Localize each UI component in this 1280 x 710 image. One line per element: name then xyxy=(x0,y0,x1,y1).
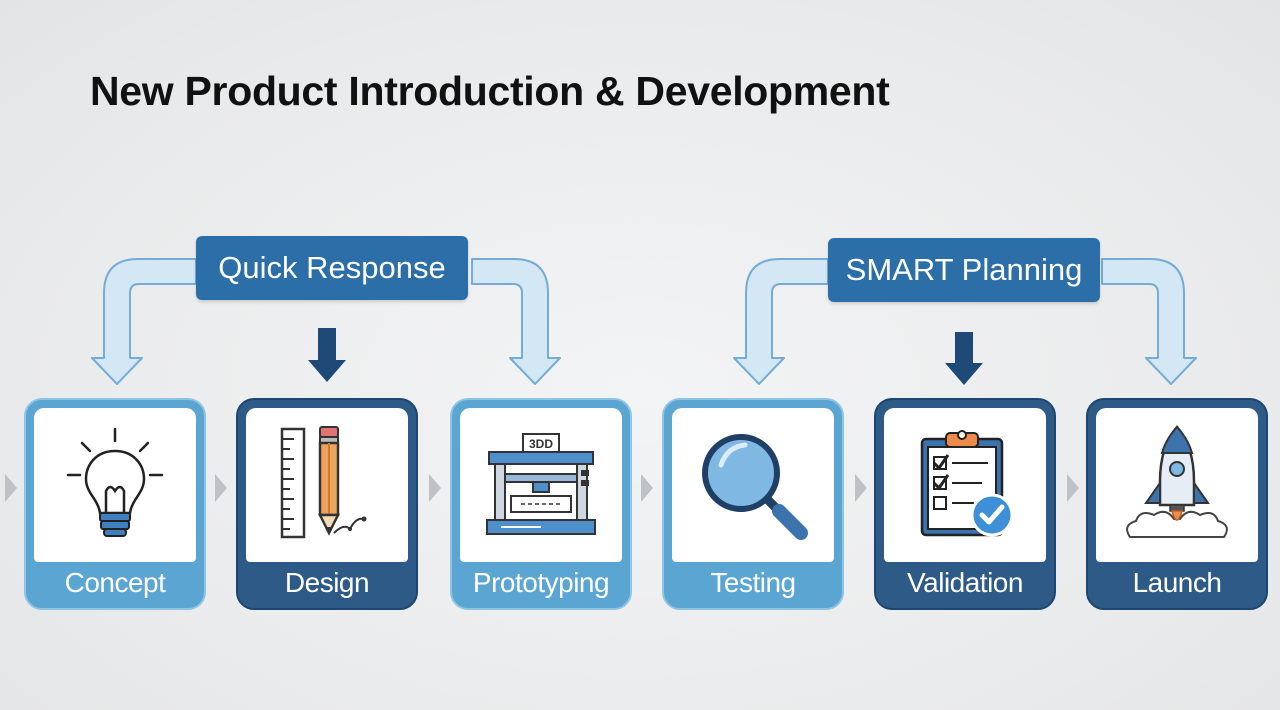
group-label-text: Quick Response xyxy=(218,250,446,285)
printer-tag: 3DD xyxy=(529,437,553,451)
stage-card-design: Design xyxy=(236,398,418,610)
stage-card-launch: Launch xyxy=(1086,398,1268,610)
arrow-to-concept xyxy=(91,258,197,385)
stage-label: Prototyping xyxy=(472,567,610,598)
chevron-right-icon xyxy=(215,474,227,502)
stage-label: Validation xyxy=(907,567,1023,598)
3d-printer-icon: 3DD xyxy=(486,433,596,535)
chevron-right-icon xyxy=(5,474,17,502)
chevron-right-icon xyxy=(1067,474,1079,502)
checklist-clipboard-icon xyxy=(920,430,1014,537)
chevron-right-icon xyxy=(855,474,867,502)
stage-label: Design xyxy=(284,567,370,598)
stage-card-validation: Validation xyxy=(874,398,1056,610)
stage-label: Launch xyxy=(1132,567,1222,598)
arrow-to-launch xyxy=(1101,258,1197,385)
lightbulb-icon xyxy=(66,427,164,537)
group-label-quick-response: Quick Response xyxy=(196,236,468,300)
group-label-smart-planning: SMART Planning xyxy=(828,238,1100,302)
stage-card-concept: Concept xyxy=(24,398,206,610)
arrow-to-prototyping xyxy=(471,258,561,385)
stage-label: Testing xyxy=(710,567,796,598)
magnifier-icon xyxy=(702,434,808,540)
chevron-right-icon xyxy=(641,474,653,502)
page-title: New Product Introduction & Development xyxy=(90,68,890,114)
arrow-to-validation xyxy=(945,332,983,385)
ruler-pencil-icon xyxy=(280,426,367,539)
arrow-to-design xyxy=(308,328,346,382)
arrow-to-testing xyxy=(733,258,829,385)
rocket-icon xyxy=(1126,425,1228,538)
stage-card-prototyping: 3DD Prototyping xyxy=(450,398,632,610)
stage-card-testing: Testing xyxy=(662,398,844,610)
chevron-right-icon xyxy=(429,474,441,502)
group-label-text: SMART Planning xyxy=(845,252,1083,287)
stage-label: Concept xyxy=(64,567,166,598)
